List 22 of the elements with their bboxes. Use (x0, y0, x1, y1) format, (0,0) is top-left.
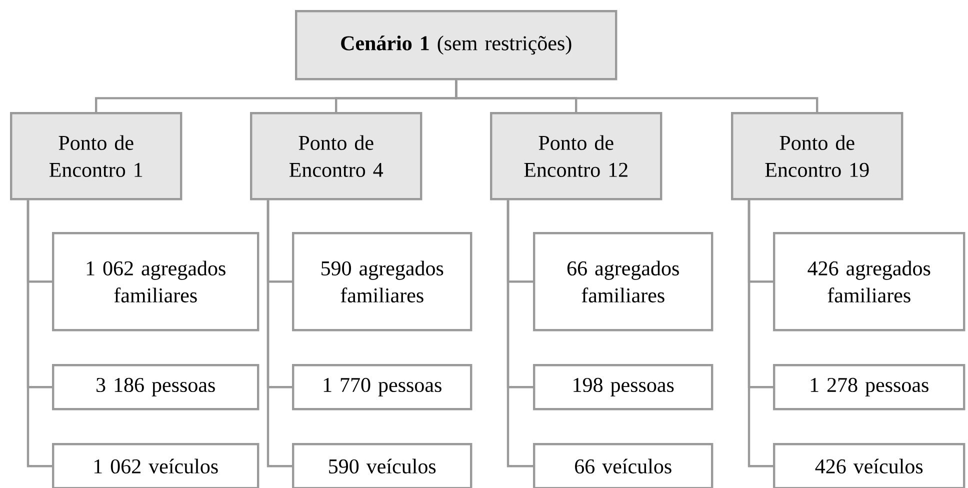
count-box: 1 278 pessoas (773, 364, 966, 410)
connector-line (506, 200, 533, 468)
count-box: 1 062 veículos (52, 443, 260, 488)
count-box: 66 agregados familiares (533, 232, 714, 332)
count-box: 1 062 agregados familiares (52, 232, 260, 332)
connector-line (26, 200, 52, 468)
meeting-point-box: Ponto de Encontro 19 (731, 112, 904, 200)
connector-line (266, 200, 292, 468)
count-box: 66 veículos (533, 443, 714, 488)
count-box: 590 agregados familiares (292, 232, 472, 332)
scenario-box: Cenário 1 (sem restrições) (295, 10, 618, 80)
meeting-point-box: Ponto de Encontro 1 (10, 112, 182, 200)
count-box: 3 186 pessoas (52, 364, 260, 410)
count-box: 426 veículos (773, 443, 966, 488)
connector-line (455, 80, 818, 112)
count-box: 1 770 pessoas (292, 364, 472, 410)
meeting-point-box: Ponto de Encontro 12 (490, 112, 662, 200)
meeting-point-box: Ponto de Encontro 4 (250, 112, 422, 200)
connector-line (748, 200, 773, 468)
count-box: 426 agregados familiares (773, 232, 966, 332)
count-box: 590 veículos (292, 443, 472, 488)
count-box: 198 pessoas (533, 364, 714, 410)
